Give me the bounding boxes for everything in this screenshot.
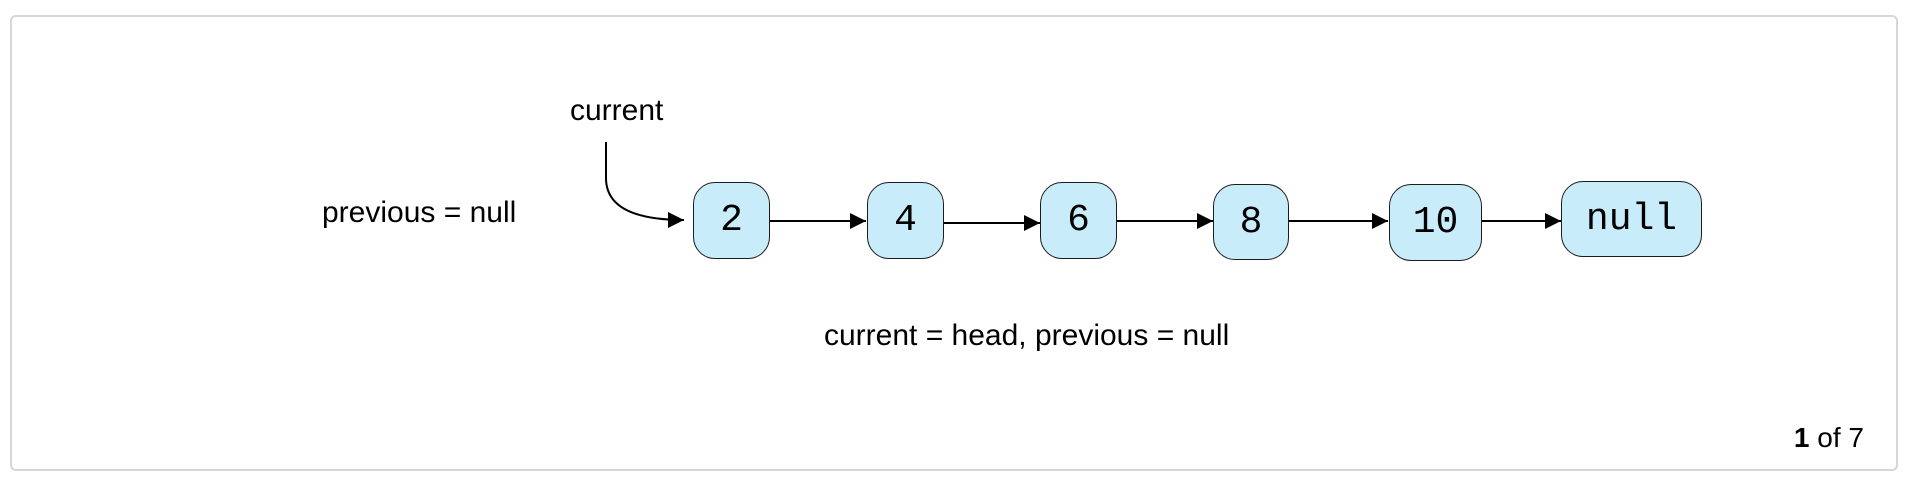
pager-total: 7	[1848, 422, 1864, 453]
list-node-null: null	[1561, 181, 1702, 257]
slide-pager: 1 of 7	[1794, 422, 1864, 454]
list-node-6: 6	[1040, 182, 1117, 259]
pager-of: of	[1817, 422, 1841, 453]
previous-state-label: previous = null	[322, 196, 517, 229]
current-pointer-label: current	[570, 94, 664, 127]
list-node-2: 2	[693, 182, 770, 259]
pager-current: 1	[1793, 422, 1810, 453]
list-node-10: 10	[1389, 184, 1482, 261]
current-pointer-arrow	[605, 142, 685, 228]
step-caption: current = head, previous = null	[824, 319, 1230, 352]
list-node-8: 8	[1213, 184, 1289, 260]
list-node-4: 4	[867, 182, 944, 259]
